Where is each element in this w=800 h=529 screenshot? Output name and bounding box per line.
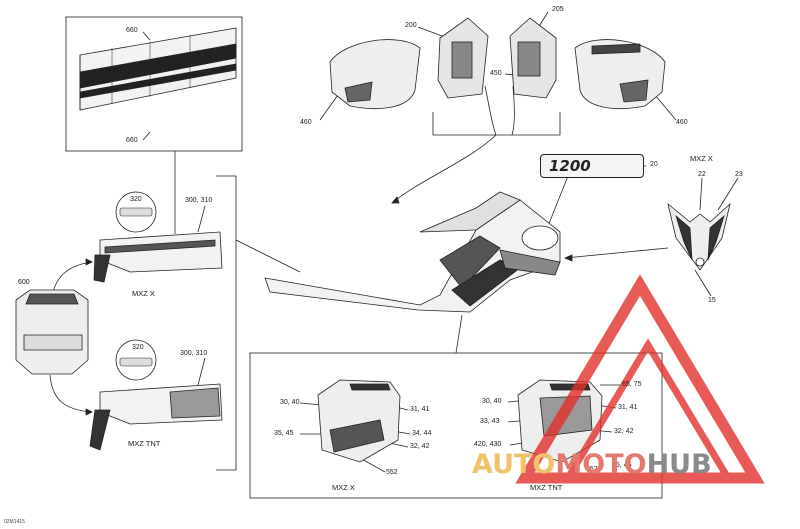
hood-part [15, 289, 89, 375]
callout-32-42-right: 32, 42 [614, 428, 634, 435]
callout-300-310-top: 300, 310 [185, 197, 213, 204]
caption-mxz-x-panel: MXZ X [332, 483, 355, 492]
watermark-auto: AUTO [472, 449, 556, 480]
side-panel-right [574, 39, 666, 109]
tunnel-mxz-x [93, 231, 223, 283]
callout-34-44: 34, 44 [412, 430, 432, 437]
callout-65-75: 65, 75 [622, 381, 642, 388]
callout-460-left: 460 [300, 119, 312, 126]
caption-mxz-x-headlight: MXZ X [690, 154, 713, 163]
caption-mxz-tnt-panel: MXZ TNT [530, 483, 563, 492]
callout-200: 200 [405, 22, 417, 29]
callout-600: 600 [18, 279, 30, 286]
callout-320-bottom: 320 [132, 344, 144, 351]
callout-660-bottom: 660 [126, 137, 138, 144]
callout-460-right: 460 [676, 119, 688, 126]
tunnel-mxz-tnt [89, 383, 223, 451]
callout-660-top: 660 [126, 27, 138, 34]
callout-320-top: 320 [130, 196, 142, 203]
caption-mxz-x-tunnel: MXZ X [132, 289, 155, 298]
tunnel-top-strip [79, 27, 237, 111]
bracket-tunnel [216, 175, 237, 471]
watermark-logo [515, 274, 765, 484]
callout-450: 450 [490, 70, 502, 77]
watermark-text: AUTOMOTOHUB [472, 450, 712, 480]
callout-35-45-right: 35, 45 [612, 462, 632, 469]
callout-15: 15 [708, 297, 716, 304]
doc-code: 02M1415 [4, 519, 25, 525]
bracket-side-panels [432, 112, 561, 136]
callout-30-40-right: 30, 40 [482, 398, 502, 405]
side-panel-left [329, 39, 421, 109]
callout-33-43: 33, 43 [480, 418, 500, 425]
callout-420-430: 420, 430 [474, 441, 502, 448]
snowmobile [264, 191, 561, 313]
watermark-moto: MOTO [555, 449, 647, 480]
badge-text: 1200 [549, 157, 591, 175]
callout-30-40-left: 30, 40 [280, 399, 300, 406]
watermark-hub: HUB [646, 449, 712, 480]
callout-300-310-bottom: 300, 310 [180, 350, 208, 357]
model-badge-1200: 1200 [540, 154, 644, 178]
callout-22: 22 [698, 171, 706, 178]
side-panel-inner-left [437, 17, 489, 99]
callout-552-right: 552 [586, 466, 598, 473]
callout-31-41-right: 31, 41 [618, 404, 638, 411]
callout-32-42-left: 32, 42 [410, 443, 430, 450]
detail-frame-top [65, 16, 243, 152]
callout-20: 20 [650, 161, 658, 168]
callout-31-41-left: 31, 41 [410, 406, 430, 413]
callout-23: 23 [735, 171, 743, 178]
panel-mxz-x [317, 379, 401, 463]
caption-mxz-tnt-tunnel: MXZ TNT [128, 439, 161, 448]
headlight-cover [667, 202, 731, 271]
callout-35-45-left: 35, 45 [274, 430, 294, 437]
side-panel-inner-right [509, 17, 557, 99]
callout-552-left: 552 [386, 469, 398, 476]
callout-205: 205 [552, 6, 564, 13]
